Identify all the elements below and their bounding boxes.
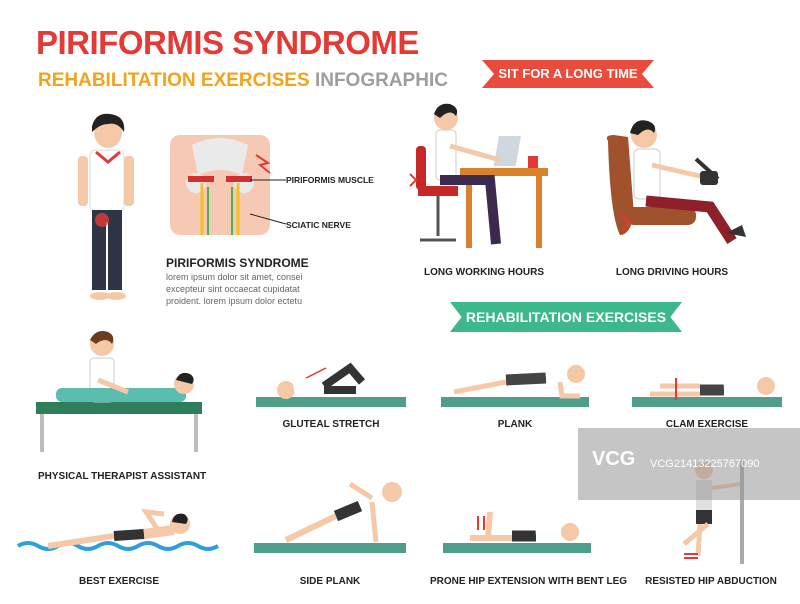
exercise-label-clam: CLAM EXERCISE [665,419,749,430]
therapist-massage-illustration [36,331,202,452]
vcg-logo: VCG [592,448,636,470]
infographic-subtitle: REHABILITATION EXERCISES INFOGRAPHIC [38,70,448,92]
side-plank-mat [254,543,406,553]
prone-hip-mat [443,543,591,553]
gluteal-stretch-mat [256,397,406,407]
piriformis-muscle-label: PIRIFORMIS MUSCLE [286,175,374,185]
gluteal-stretch-figure [277,362,366,399]
anatomy-pointer-lines [249,179,287,225]
piriformis-description: lorem ipsum dolor sit amet, consei excep… [166,271,326,307]
description-line: lorem ipsum dolor sit amet, consei [166,272,303,282]
sit-long-time-banner: SIT FOR A LONG TIME [482,60,654,88]
description-line: excepteur sint occaecat cupidatat [166,284,300,294]
exercise-label-side-plank: SIDE PLANK [299,576,361,587]
working-desk-illustration [409,103,548,248]
plank-figure [453,365,585,399]
piriformis-section-title: PIRIFORMIS SYNDROME [166,256,309,270]
infographic-title: PIRIFORMIS SYNDROME [36,24,419,61]
clam-exercise-figure [650,377,775,400]
exercise-label-best: BEST EXERCISE [78,576,160,587]
exercise-label-plank: PLANK [497,419,533,430]
swimming-figure [16,508,220,551]
pelvis-anatomy-illustration [170,135,271,235]
exercise-label-therapist: PHYSICAL THERAPIST ASSISTANT [38,471,207,482]
clam-exercise-mat [632,397,782,407]
driving-car-seat-illustration [606,120,746,244]
exercise-label-prone-hip: PRONE HIP EXTENSION WITH BENT LEG [430,576,628,587]
description-line: proident. lorem ipsum dolor ectetu [166,296,303,306]
man-hip-pain-illustration [78,113,134,300]
vcg-watermark-id: VCG21413225767090 [650,458,760,470]
subtitle-infographic: INFOGRAPHIC [314,70,448,91]
cause-label-working: LONG WORKING HOURS [424,267,544,278]
plank-mat [441,397,589,407]
sciatic-nerve-label: SCIATIC NERVE [286,220,351,230]
rehab-exercises-banner: REHABILITATION EXERCISES [450,302,682,332]
side-plank-figure [284,481,402,543]
exercise-label-gluteal: GLUTEAL STRETCH [282,419,380,430]
cause-label-driving: LONG DRIVING HOURS [615,267,729,278]
exercise-label-resisted-hip: RESISTED HIP ABDUCTION [645,576,777,587]
subtitle-rehab: REHABILITATION EXERCISES [38,70,310,91]
prone-hip-extension-figure [470,511,579,542]
vcg-watermark: VCG VCG21413225767090 [578,428,800,500]
